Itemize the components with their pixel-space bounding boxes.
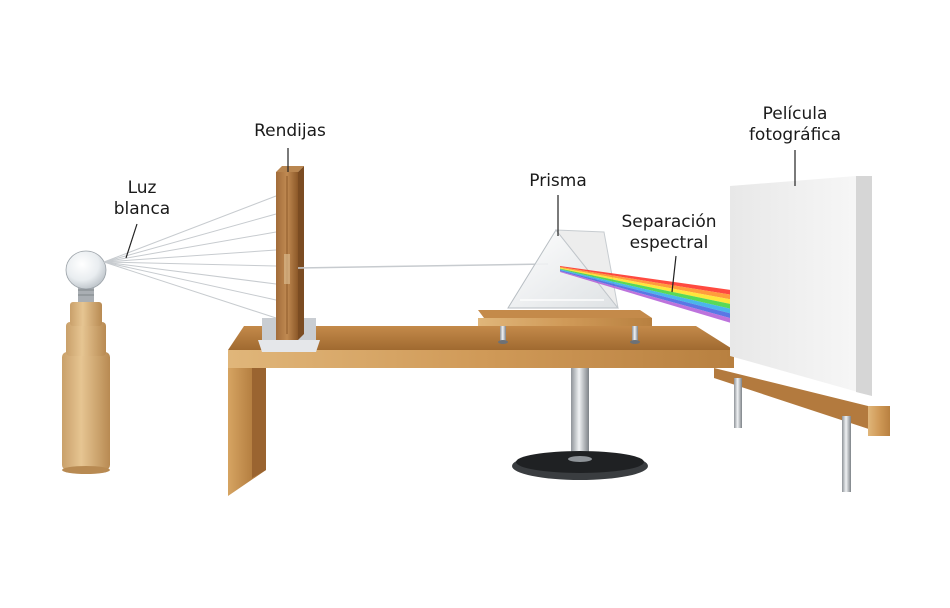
light-bulb (65, 250, 107, 302)
label-spectral-separation: Separación espectral (621, 212, 717, 253)
label-prism: Prisma (529, 171, 587, 191)
slit-holder (258, 166, 320, 352)
label-photographic-film: Película fotográfica (748, 104, 842, 145)
label-white-light: Luz blanca (113, 178, 171, 219)
light-rays (103, 195, 277, 319)
prism-stage (478, 310, 652, 344)
narrow-beam (297, 263, 549, 269)
label-slits: Rendijas (254, 121, 326, 141)
film-screen (714, 176, 890, 492)
table (228, 326, 734, 496)
table-pedestal (512, 368, 648, 480)
lamp-stand (62, 302, 110, 474)
leader-lines (125, 148, 796, 293)
